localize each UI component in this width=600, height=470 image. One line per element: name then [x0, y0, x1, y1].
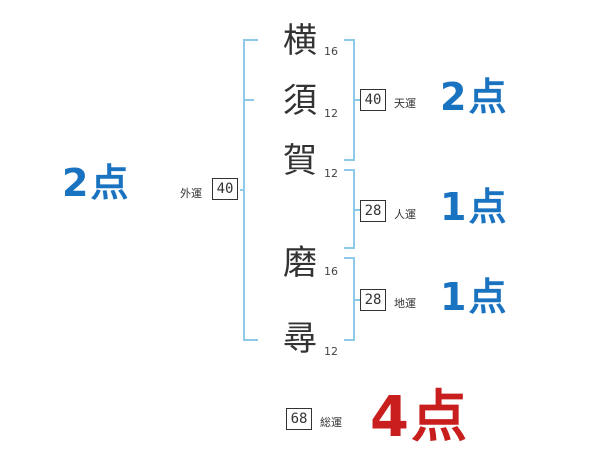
surname-char-1: 横: [283, 21, 317, 61]
surname-char-2: 須: [283, 81, 317, 121]
chikaku-score: 1点: [440, 275, 509, 319]
soukaku-value-box: 68: [286, 408, 312, 430]
surname-strokes-1: 16: [324, 45, 338, 58]
surname-strokes-3: 12: [324, 167, 338, 180]
chikaku-bracket: [344, 257, 355, 341]
tenkaku-bracket: [344, 39, 355, 161]
surname-char-3: 賀: [283, 141, 317, 181]
chikaku-label: 地運: [394, 297, 416, 310]
given-char-1: 磨: [283, 243, 317, 283]
jinkaku-score: 1点: [440, 185, 509, 229]
jinkaku-label: 人運: [394, 208, 416, 221]
gaikaku-label: 外運: [180, 187, 202, 200]
jinkaku-value-box: 28: [360, 200, 386, 222]
given-strokes-2: 12: [324, 345, 338, 358]
tenkaku-label: 天運: [394, 97, 416, 110]
jinkaku-bracket: [344, 169, 355, 249]
gaikaku-score: 2点: [62, 161, 131, 205]
given-char-2: 尋: [283, 319, 317, 359]
soukaku-label: 総運: [320, 416, 342, 429]
tenkaku-value-box: 40: [360, 89, 386, 111]
tenkaku-score: 2点: [440, 75, 509, 119]
chikaku-value-box: 28: [360, 289, 386, 311]
given-strokes-1: 16: [324, 265, 338, 278]
gaikaku-value-box: 40: [212, 178, 238, 200]
soukaku-score: 4点: [370, 385, 469, 450]
outer-bracket: [243, 39, 258, 341]
surname-strokes-2: 12: [324, 107, 338, 120]
